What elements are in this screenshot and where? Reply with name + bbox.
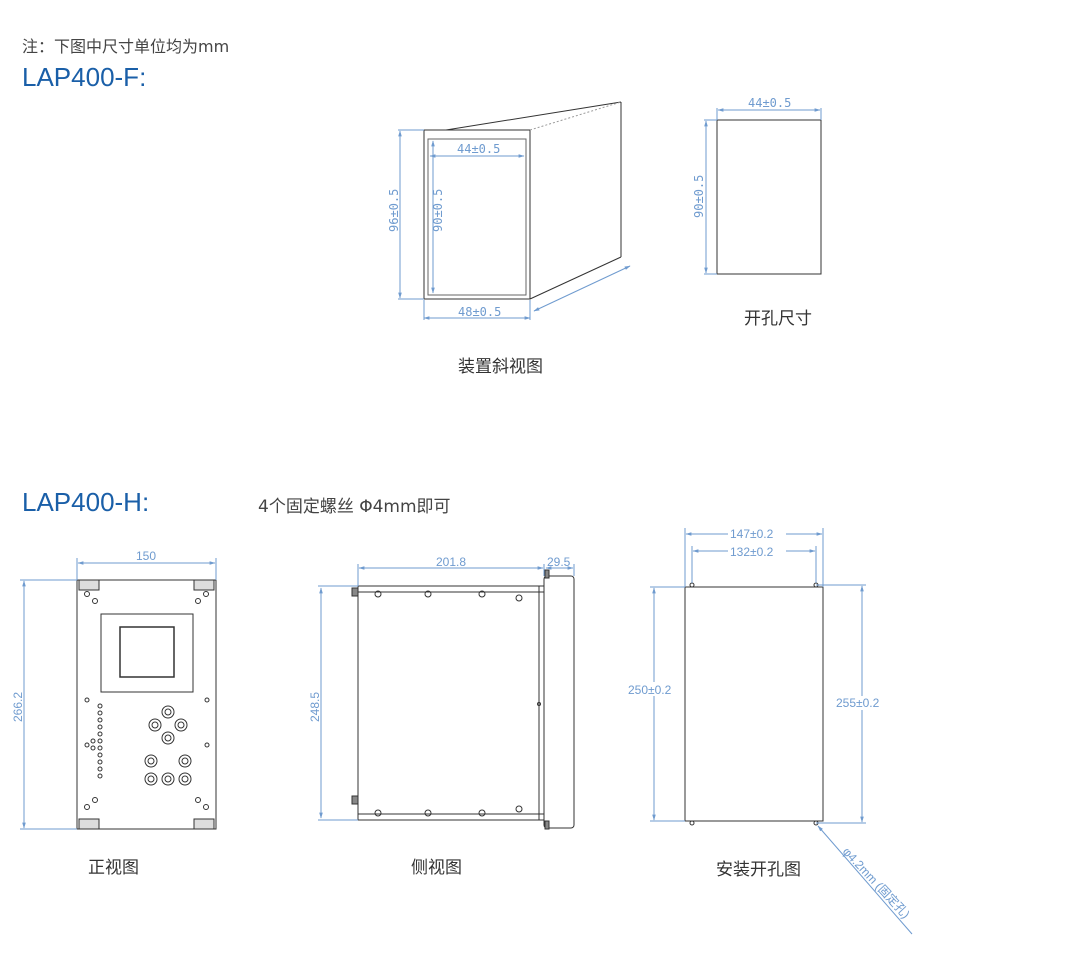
led-column — [90, 703, 103, 779]
model-title-lap400-h: LAP400-H: — [22, 487, 150, 517]
dim-side-panel: 29.5 — [547, 555, 571, 569]
front-tab-br — [193, 818, 215, 830]
cutout-f — [716, 119, 822, 275]
dim-cut-height: 90±0.5 — [692, 175, 706, 218]
screw-note: 4个固定螺丝 Φ4mm即可 — [258, 497, 451, 517]
model-title-lap400-f: LAP400-F: — [22, 62, 147, 92]
front-tab-tr — [193, 579, 215, 591]
caption-front-view: 正视图 — [88, 858, 139, 878]
mounting-cutout — [684, 582, 824, 826]
oblique-view — [423, 101, 622, 300]
side-body — [357, 585, 545, 821]
oblique-bottom-edge — [529, 256, 622, 300]
front-outline — [76, 579, 217, 830]
dim-cut-width: 44±0.5 — [748, 96, 791, 110]
dim-side-depth: 201.8 — [436, 555, 466, 569]
fixing-hole — [689, 820, 695, 826]
dim-cut-height-right: 255±0.2 — [836, 696, 880, 710]
front-tab-bl — [78, 818, 100, 830]
dim-front-height: 266.2 — [11, 692, 25, 722]
dim-outer-height: 96±0.5 — [387, 189, 401, 232]
oblique-dimensions — [398, 129, 631, 320]
caption-mounting-cutout: 安装开孔图 — [716, 860, 801, 880]
side-connector-top — [351, 587, 359, 597]
dim-hole-note: φ4.2mm (固定孔) — [840, 844, 914, 921]
oblique-front-face — [423, 129, 531, 300]
cutout-h-rect — [684, 586, 824, 822]
dim-inner-height: 90±0.5 — [431, 189, 445, 232]
caption-cutout-size: 开孔尺寸 — [744, 309, 812, 329]
dim-inner-width: 44±0.5 — [457, 142, 500, 156]
lcd-screen — [119, 626, 175, 678]
cutout-f-rect — [716, 119, 822, 275]
front-tab-tl — [78, 579, 100, 591]
oblique-inner-frame — [427, 138, 527, 296]
units-note: 注：下图中尺寸单位均为mm — [22, 37, 230, 56]
oblique-top-edge — [445, 101, 622, 131]
keypad-buttons — [144, 705, 192, 786]
caption-side-view: 侧视图 — [411, 858, 462, 878]
dim-front-width: 150 — [136, 549, 156, 563]
caption-oblique-view: 装置斜视图 — [458, 357, 543, 377]
fixing-hole — [689, 582, 695, 588]
side-front-panel — [543, 575, 575, 829]
dim-cut-height-left: 250±0.2 — [628, 683, 672, 697]
dim-outer-width: 48±0.5 — [458, 305, 501, 319]
front-view — [76, 579, 217, 830]
dim-side-height: 248.5 — [308, 692, 322, 722]
side-view — [351, 569, 575, 830]
lcd-frame — [100, 613, 194, 693]
dim-cut-outer-width: 147±0.2 — [730, 527, 774, 541]
side-connector-bottom — [351, 795, 359, 805]
dim-cut-inner-width: 132±0.2 — [730, 545, 774, 559]
